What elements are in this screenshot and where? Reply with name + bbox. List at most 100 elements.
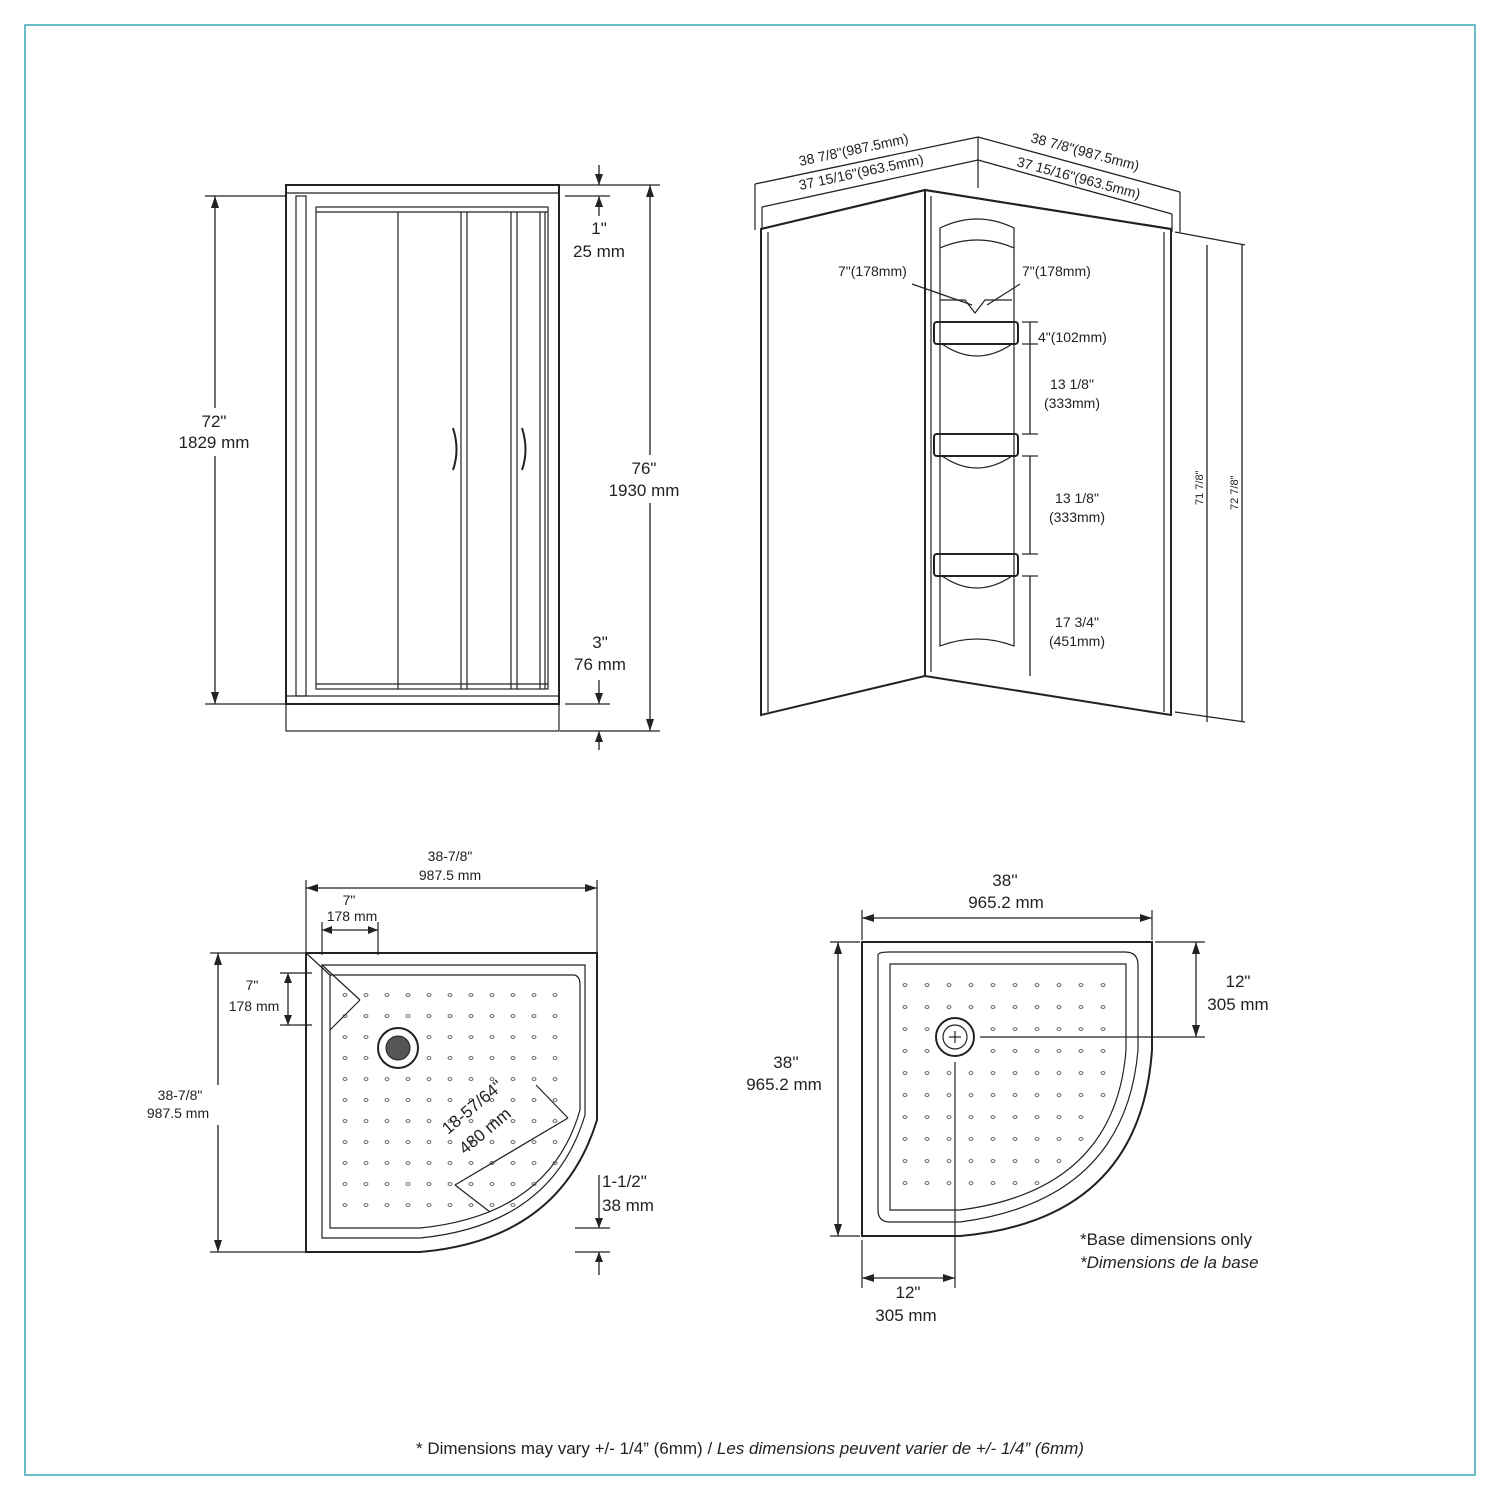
texture-dot (946, 1181, 952, 1185)
front-height-72-mm: 1829 mm (179, 433, 250, 452)
texture-dot (447, 1056, 453, 1060)
texture-dot (946, 1071, 952, 1075)
top-curb-in: 1-1/2" (602, 1172, 647, 1191)
texture-dot (946, 1005, 952, 1009)
texture-dot (447, 993, 453, 997)
front-height-72-in: 72" (202, 412, 227, 431)
texture-dot (342, 1077, 348, 1081)
top-depth-in: 38-7/8" (158, 1087, 203, 1103)
texture-dot (1100, 1027, 1106, 1031)
texture-dot (1056, 1159, 1062, 1163)
texture-dot (968, 1093, 974, 1097)
texture-dot (342, 1035, 348, 1039)
texture-dot (426, 1161, 432, 1165)
texture-dot (489, 1203, 495, 1207)
texture-dot (405, 993, 411, 997)
texture-dot (426, 1056, 432, 1060)
texture-dot (510, 1140, 516, 1144)
texture-dot (1012, 1137, 1018, 1141)
door-handle-left (452, 427, 458, 471)
texture-dot (531, 1182, 537, 1186)
texture-dot (946, 1137, 952, 1141)
front-base-3-in: 3" (592, 633, 608, 652)
texture-dot (968, 1137, 974, 1141)
texture-dot (384, 1140, 390, 1144)
texture-dot (1034, 1005, 1040, 1009)
texture-dot (924, 983, 930, 987)
texture-dot (968, 1181, 974, 1185)
texture-dot (384, 1098, 390, 1102)
wall-height-outer: 72 7/8" (1229, 475, 1241, 510)
front-total-76-mm: 1930 mm (609, 481, 680, 500)
base-drain-x-in: 12" (896, 1283, 921, 1302)
texture-dot (489, 1056, 495, 1060)
texture-dot (990, 1005, 996, 1009)
texture-dot (968, 1071, 974, 1075)
texture-dot (447, 1035, 453, 1039)
texture-dot (363, 1140, 369, 1144)
texture-dot (363, 1098, 369, 1102)
texture-dot (1012, 1181, 1018, 1185)
texture-dot (1100, 1071, 1106, 1075)
footer-note-en: * Dimensions may vary +/- 1/4” (6mm) / (416, 1439, 717, 1458)
texture-dot (990, 1027, 996, 1031)
texture-dot (384, 1119, 390, 1123)
texture-dot (489, 1119, 495, 1123)
texture-dot (489, 1098, 495, 1102)
texture-dot (489, 1035, 495, 1039)
base-depth-in: 38'' (773, 1053, 798, 1072)
texture-dot (902, 1159, 908, 1163)
texture-dot (552, 1035, 558, 1039)
texture-dot (363, 1119, 369, 1123)
texture-dot (468, 1014, 474, 1018)
texture-dot (968, 983, 974, 987)
texture-dot (405, 1098, 411, 1102)
texture-dot (510, 1182, 516, 1186)
texture-dot (447, 1014, 453, 1018)
texture-dot (363, 1077, 369, 1081)
texture-dot (426, 1182, 432, 1186)
base-depth-mm: 965.2 mm (746, 1075, 822, 1094)
texture-dot (363, 1161, 369, 1165)
texture-dot (552, 1161, 558, 1165)
top-return-in: 7" (343, 892, 356, 908)
texture-dot (447, 1140, 453, 1144)
wall-height-inner: 71 7/8" (1194, 470, 1206, 505)
footer-note-fr: Les dimensions peuvent varier de +/- 1/4… (717, 1439, 1084, 1458)
texture-dot (384, 993, 390, 997)
texture-dot (1056, 983, 1062, 987)
texture-dot (924, 1181, 930, 1185)
texture-dot (990, 1093, 996, 1097)
texture-dot (1034, 1159, 1040, 1163)
texture-dot (510, 1161, 516, 1165)
texture-dot (531, 1161, 537, 1165)
texture-dot (1078, 1005, 1084, 1009)
wall-gap2-mm: (333mm) (1049, 509, 1105, 525)
texture-dot (510, 993, 516, 997)
shower-base (285, 695, 560, 732)
texture-dot (946, 1093, 952, 1097)
texture-dot (924, 1137, 930, 1141)
wall-gap3-in: 17 3/4" (1055, 614, 1099, 630)
base-drain-icon (935, 1017, 975, 1057)
texture-dot (489, 1077, 495, 1081)
texture-dot (342, 1119, 348, 1123)
texture-dot (968, 1005, 974, 1009)
texture-dot (946, 1159, 952, 1163)
texture-dot (924, 1159, 930, 1163)
texture-dot (342, 1140, 348, 1144)
texture-dot (363, 1203, 369, 1207)
texture-dot (510, 1056, 516, 1060)
texture-dot (902, 1181, 908, 1185)
texture-dot (1056, 1049, 1062, 1053)
wall-gap2-in: 13 1/8" (1055, 490, 1099, 506)
texture-dot (384, 1014, 390, 1018)
texture-dot (489, 1182, 495, 1186)
texture-dot (510, 1203, 516, 1207)
texture-dot (1034, 1181, 1040, 1185)
texture-dot (510, 1077, 516, 1081)
texture-dot (468, 1140, 474, 1144)
texture-dot (1012, 1093, 1018, 1097)
texture-dot (405, 1014, 411, 1018)
texture-dot (924, 1093, 930, 1097)
